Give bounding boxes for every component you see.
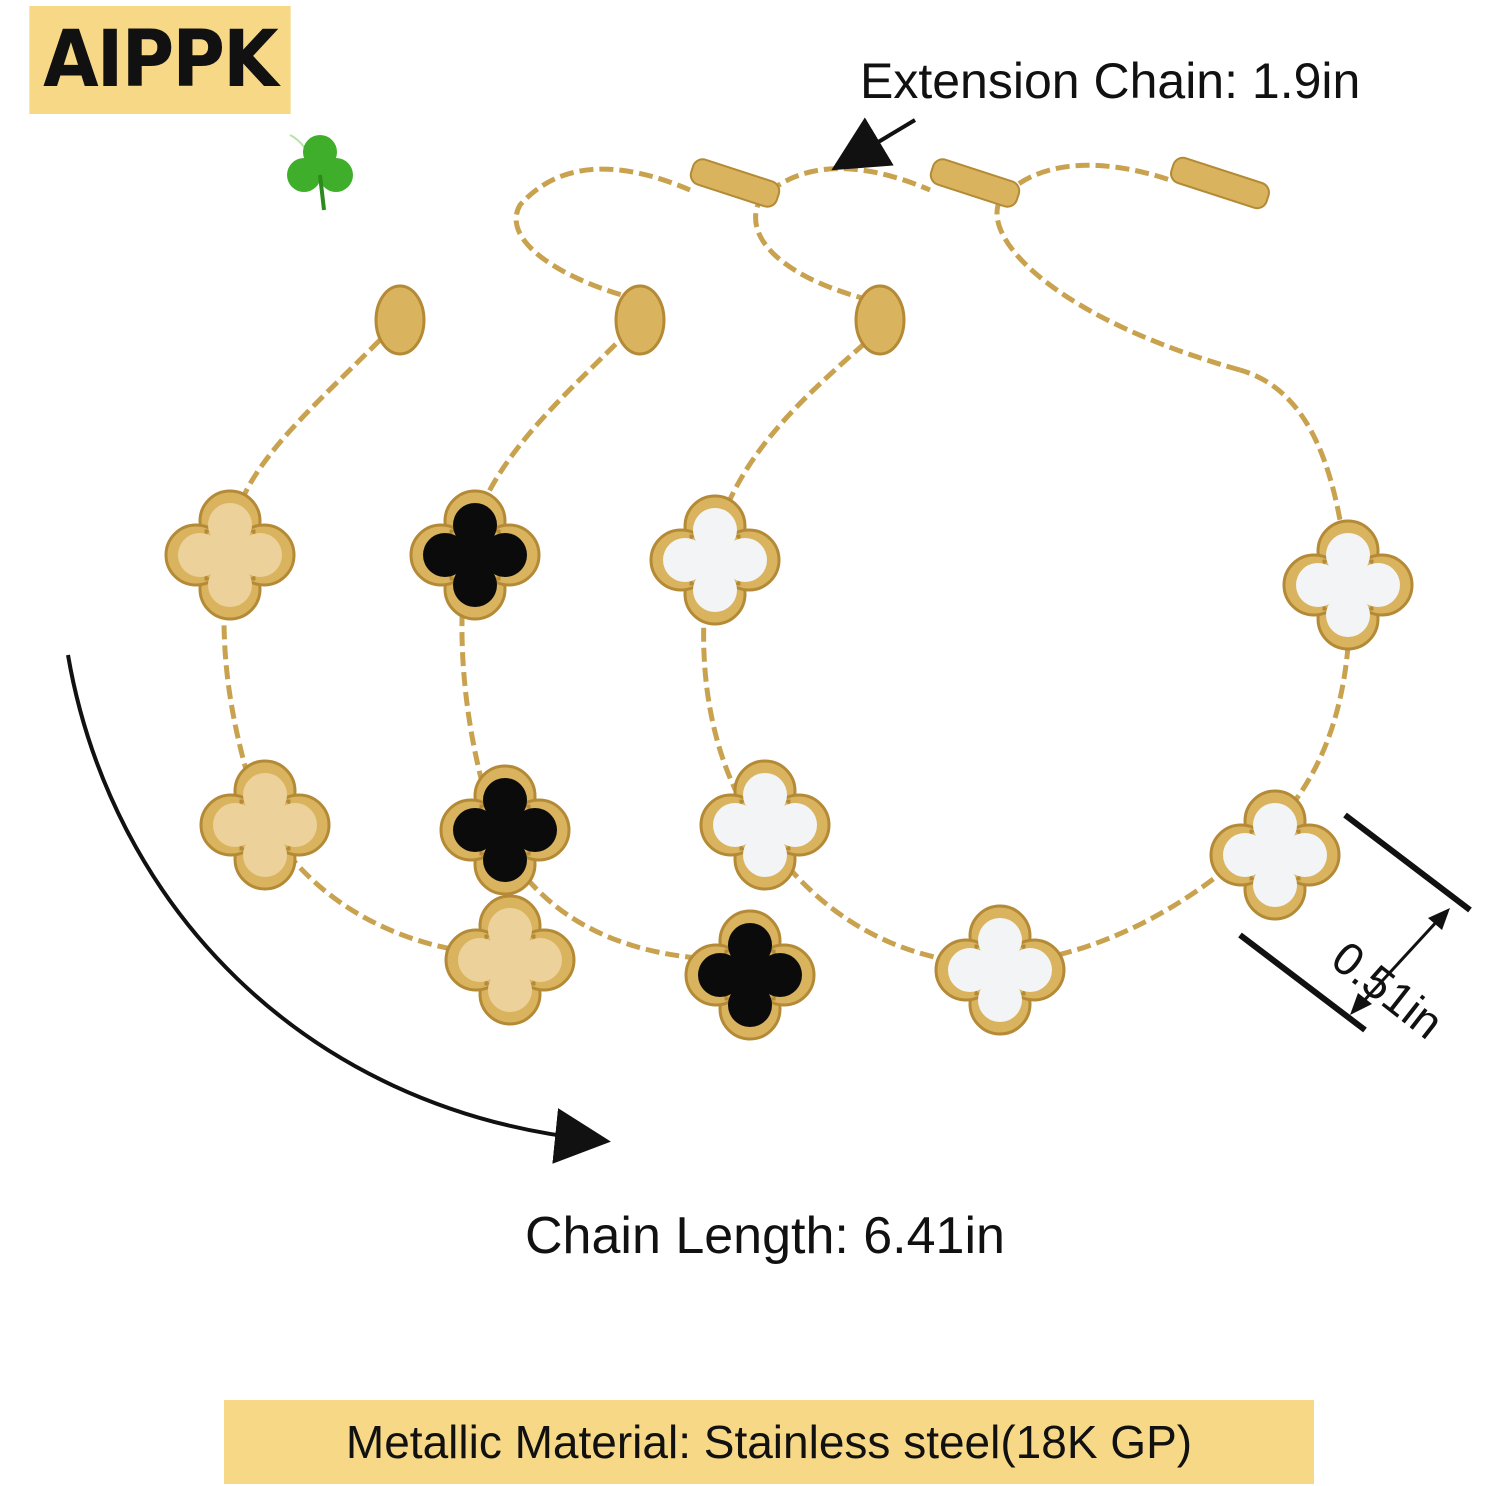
gold-bracelet-chain bbox=[221, 338, 501, 958]
black-clover bbox=[409, 489, 541, 621]
extension-chain-label: Extension Chain: 1.9in bbox=[860, 53, 1361, 109]
chain-length-label: Chain Length: 6.41in bbox=[525, 1207, 1005, 1265]
extension-tag-1 bbox=[689, 158, 781, 208]
clasp-3 bbox=[854, 284, 906, 356]
extension-chain-2 bbox=[753, 166, 931, 303]
clasp-1 bbox=[374, 284, 426, 356]
gold-clover bbox=[164, 489, 296, 621]
chain-length-arrow bbox=[66, 654, 611, 1164]
gold-clover bbox=[444, 894, 576, 1026]
white-clover bbox=[699, 759, 831, 891]
white-clover bbox=[1209, 789, 1341, 921]
material-text: Metallic Material: Stainless steel(18K G… bbox=[345, 1416, 1193, 1468]
brand-logo: AIPPK bbox=[29, 6, 291, 114]
material-banner: Metallic Material: Stainless steel(18K G… bbox=[224, 1400, 1314, 1484]
black-bracelet-chain bbox=[459, 328, 741, 963]
white-clover bbox=[649, 494, 781, 626]
extension-chain-3 bbox=[994, 162, 1241, 373]
extension-tag-3 bbox=[1170, 156, 1270, 210]
black-clover bbox=[684, 909, 816, 1041]
black-clover bbox=[439, 764, 571, 896]
width-tick-bottom bbox=[1238, 932, 1367, 1033]
width-tick-top bbox=[1343, 812, 1472, 913]
width-arrow bbox=[1358, 916, 1442, 1007]
extension-arrow bbox=[831, 117, 917, 171]
extension-tag-2 bbox=[929, 158, 1021, 208]
extension-chain-1 bbox=[513, 166, 691, 303]
white-clover bbox=[934, 904, 1066, 1036]
clasp-2 bbox=[614, 284, 666, 356]
gold-clover bbox=[199, 759, 331, 891]
shamrock-icon bbox=[287, 134, 353, 211]
white-clover bbox=[1282, 519, 1414, 651]
